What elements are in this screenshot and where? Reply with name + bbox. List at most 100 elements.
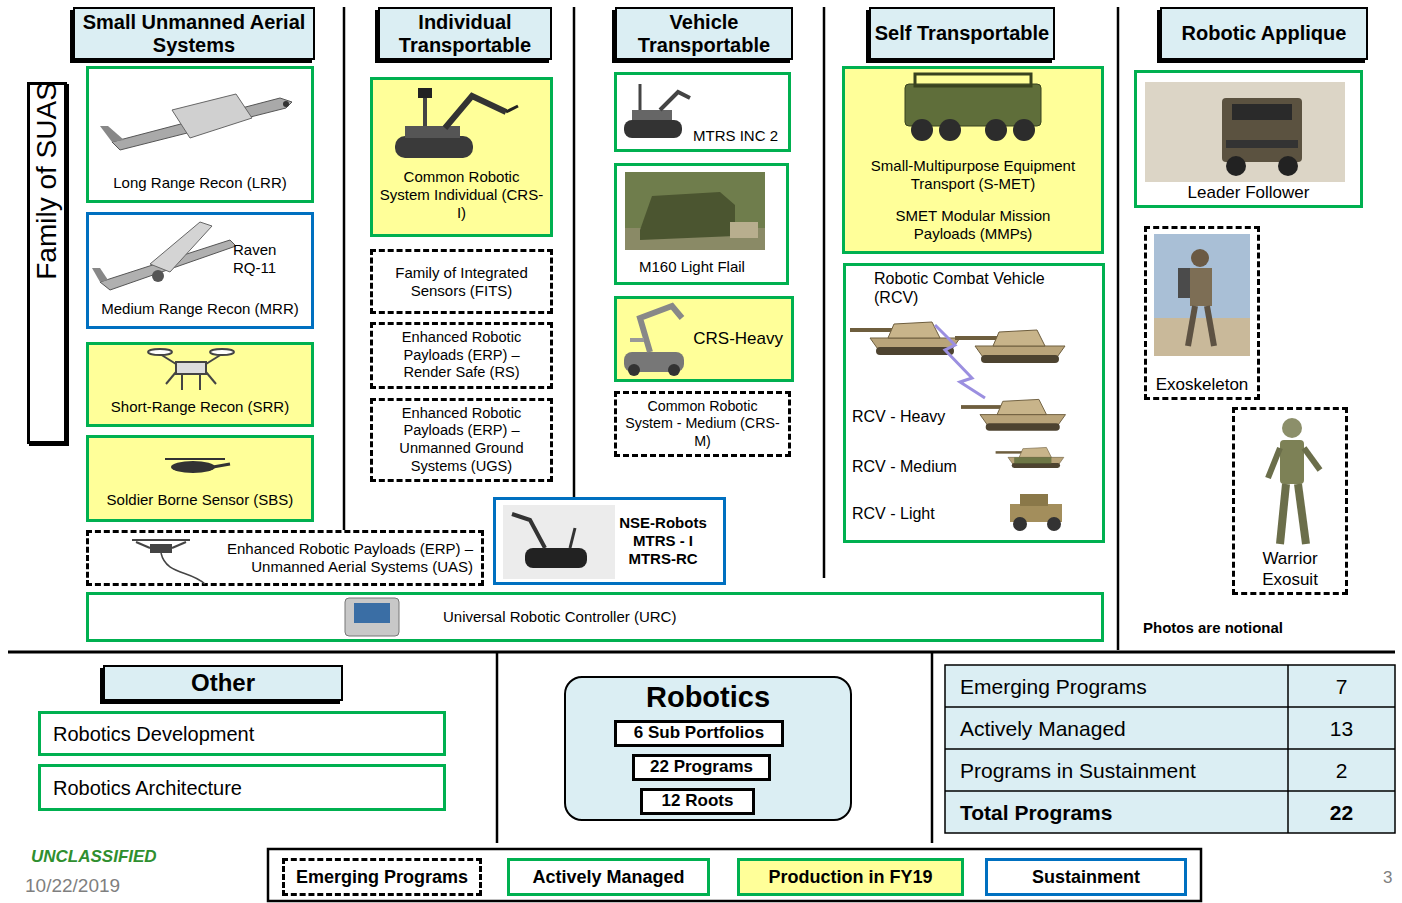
lrr-drone-part [172, 94, 252, 138]
program-box: Exoskeleton [1144, 226, 1260, 400]
node-label: Small Unmanned Aerial Systems [75, 11, 313, 57]
node-label: Robotic Combat Vehicle (RCV) [874, 269, 1074, 307]
lrr-drone-part [283, 101, 289, 107]
nse-robot-photo-part [512, 514, 545, 548]
node-label: 22 Programs [650, 757, 753, 777]
node-label: 12 Roots [662, 791, 734, 811]
smet-vehicle [905, 74, 1041, 141]
page-number: 3 [1383, 868, 1392, 888]
crs-i-robot [395, 88, 518, 158]
node-label: Enhanced Robotic Payloads (ERP) – Unmann… [381, 405, 542, 475]
node-label: Self Transportable [875, 22, 1050, 45]
node-label: Enhanced Robotic Payloads (ERP) – Render… [381, 329, 542, 382]
node-label: SMET Modular Mission Payloads (MMPs) [871, 207, 1076, 243]
nse-robot-photo-part [570, 528, 575, 548]
program-box: MTRS INC 2 [614, 72, 791, 152]
exoskeleton-photo-part [1154, 234, 1250, 356]
raven-drone-part [150, 222, 212, 272]
exoskeleton-photo-part [1190, 268, 1212, 306]
program-box: Enhanced Robotic Payloads (ERP) – Unmann… [370, 398, 553, 482]
program-box: Family of Integrated Sensors (FITS) [370, 249, 553, 314]
nano-drone-part [171, 461, 215, 473]
program-box: Long Range Recon (LRR) [86, 66, 314, 203]
crs-i-robot-part [418, 88, 432, 98]
node-label: 6 Sub Portfolios [634, 723, 764, 743]
table-cell: Total Programs [960, 800, 1112, 825]
rcv-vehicles-part [996, 447, 1064, 467]
node-label: Other [191, 669, 255, 698]
exosuit-figure-part [1304, 448, 1320, 470]
node-label: MTRS INC 2 [693, 127, 778, 145]
divider-line-part [573, 7, 576, 497]
controller [345, 598, 399, 636]
node-label: Robotics Architecture [53, 776, 242, 800]
tethered-drone-part [132, 539, 190, 541]
node-label: Raven RQ-11 [233, 241, 305, 277]
rcv-vehicles-part-part [996, 447, 1064, 467]
column-header: Small Unmanned Aerial Systems [73, 7, 315, 60]
rcv-vehicles-part-part [1014, 457, 1051, 463]
leader-follower-photo [1145, 82, 1345, 182]
flail-photo-part [640, 192, 735, 240]
rcv-vehicles-part [935, 325, 985, 398]
rcv-vehicles-part [955, 330, 1065, 363]
smet-vehicle-part [915, 74, 1031, 86]
legend-frame [268, 849, 1201, 901]
node-label: Long Range Recon (LRR) [113, 174, 286, 192]
tethered-drone-part [136, 542, 150, 548]
legend-swatch: Actively Managed [507, 858, 710, 896]
summary-table [945, 665, 1395, 833]
crs-heavy-robot-part [640, 306, 682, 352]
crs-i-robot-part [506, 106, 518, 112]
summary-table-part [945, 665, 1395, 833]
controller-part [345, 598, 399, 636]
exoskeleton-photo-part [1154, 318, 1250, 356]
exoskeleton-photo [1154, 234, 1250, 356]
node-label: Family of SUAS [30, 246, 64, 280]
program-box: CRS-Heavy [614, 296, 794, 382]
node-label: Warrior Exosuit [1237, 549, 1343, 590]
summary-box: Robotics6 Sub Portfolios22 Programs12 Ro… [564, 676, 852, 821]
exosuit-figure-part [1282, 418, 1302, 438]
summary-table-part [945, 748, 1395, 750]
classification: UNCLASSIFIED [31, 847, 157, 867]
leader-follower-photo-part [1145, 82, 1345, 182]
quadcopter [148, 349, 234, 390]
program-box: Common Robotic System - Medium (CRS-M) [614, 391, 791, 457]
raven-drone [92, 222, 236, 290]
table-cell: 13 [1288, 716, 1395, 741]
summary-table-part [945, 790, 1395, 792]
mtrs-robot-part [660, 92, 690, 110]
node-label: M160 Light Flail [639, 258, 745, 276]
node-label: Exoskeleton [1156, 375, 1249, 395]
mtrs-robot-part [639, 84, 642, 110]
leader-follower-photo-part [1232, 104, 1292, 120]
exosuit-figure-part [1298, 484, 1306, 544]
exosuit-figure [1268, 418, 1320, 544]
program-box: Leader Follower [1134, 70, 1363, 208]
nano-drone [165, 459, 230, 473]
program-box: Soldier Borne Sensor (SBS) [86, 435, 314, 522]
tethered-drone-part [150, 544, 172, 553]
raven-drone-part [100, 240, 236, 290]
crs-heavy-robot-part [624, 352, 684, 372]
summary-table-part [945, 706, 1395, 708]
mtrs-robot [624, 84, 690, 138]
program-box: Robotics Development [38, 711, 446, 756]
rcv-vehicles-part [1010, 494, 1062, 531]
count-box: 12 Roots [640, 788, 755, 815]
quadcopter-part [210, 349, 234, 355]
node-label: Small-Multipurpose Equipment Transport (… [853, 157, 1093, 193]
divider-line [8, 7, 1395, 843]
legend-label: Production in FY19 [768, 867, 932, 888]
divider-line-part [823, 7, 826, 578]
nse-robot-photo-part [525, 548, 587, 568]
quadcopter-part [166, 372, 176, 384]
node-label: NSE-Robots MTRS - I MTRS-RC [611, 514, 715, 568]
exoskeleton-photo-part [1207, 306, 1214, 346]
smet-vehicle-part [905, 84, 1041, 126]
nse-robot-photo [503, 505, 615, 579]
smet-vehicle-part [1013, 119, 1035, 141]
divider-line-part [496, 652, 499, 843]
table-cell: 2 [1288, 758, 1395, 783]
